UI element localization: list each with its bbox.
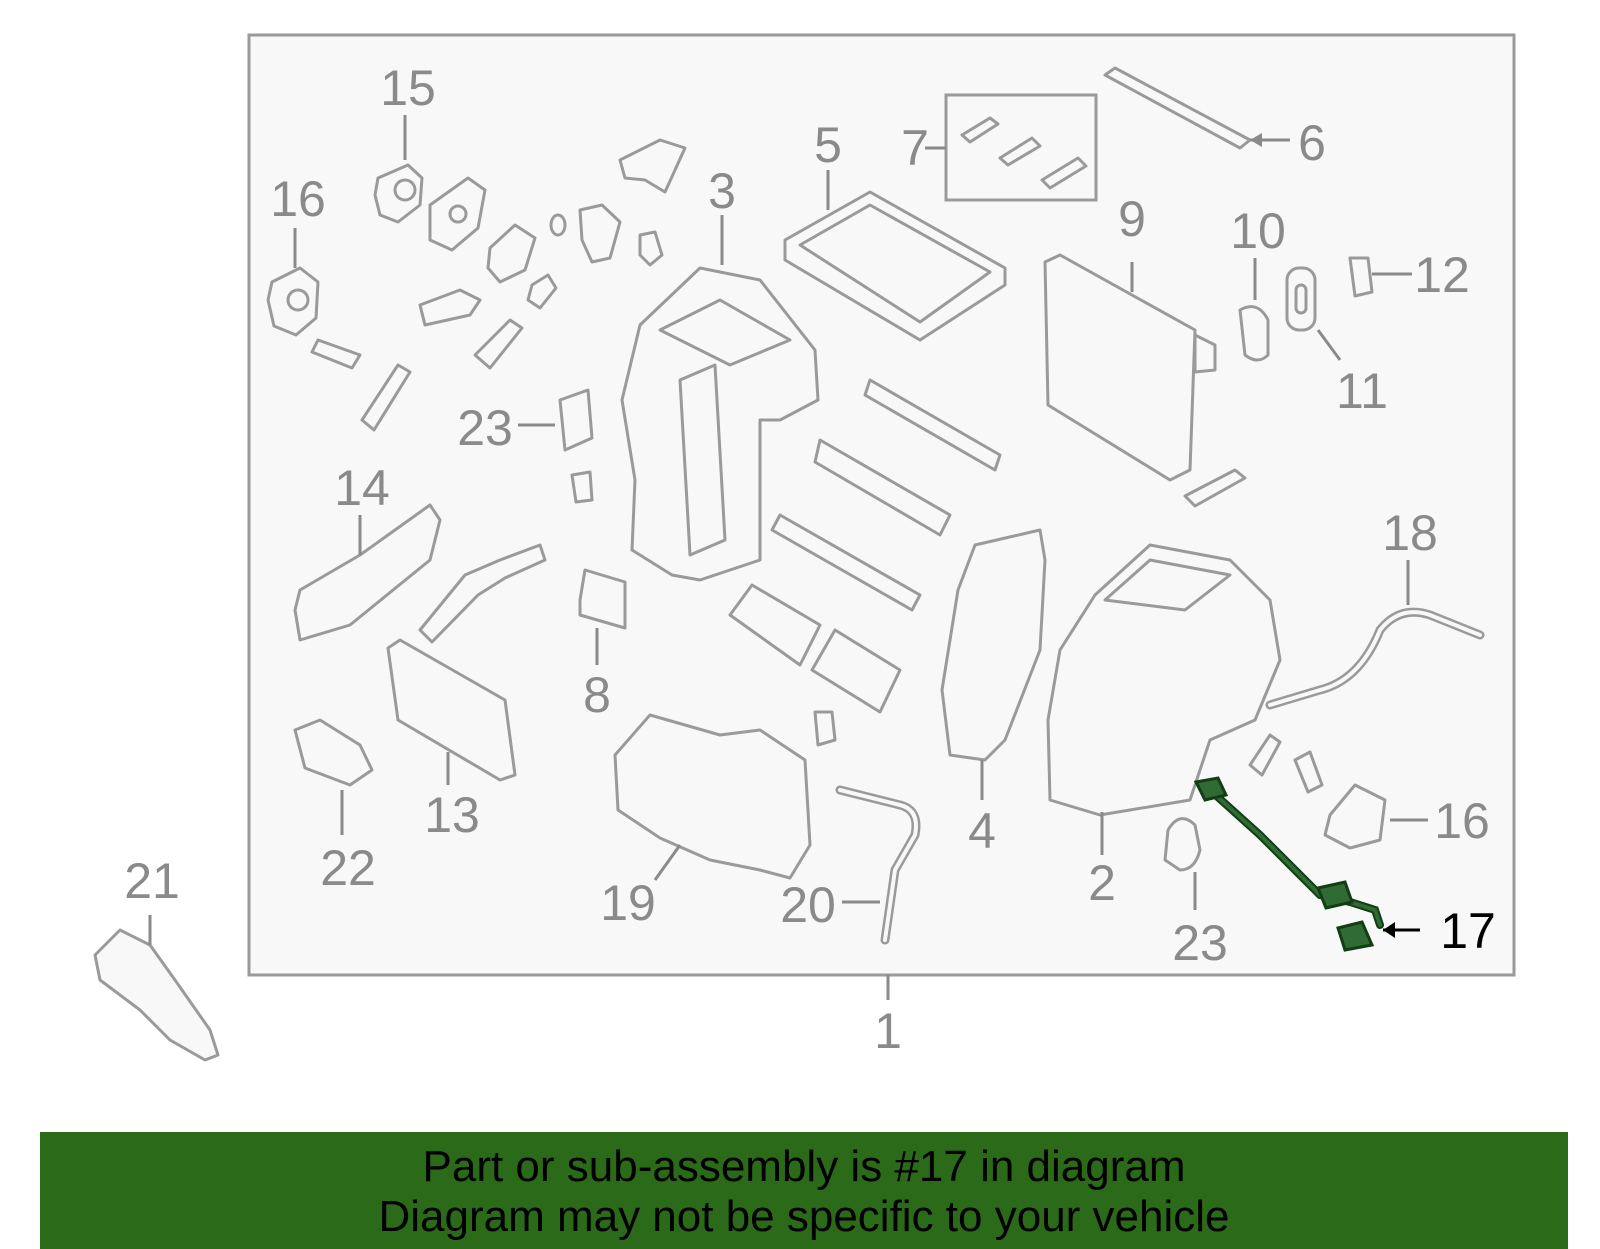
part-7-clips [925,93,1098,202]
part-10 [1238,258,1270,362]
part-12 [1348,256,1412,298]
part-16-actuator-top [266,228,320,337]
part-20-hose [835,785,921,945]
part-23-gasket-bottom [1163,817,1202,910]
label-3: 3 [708,163,736,219]
label-1: 1 [874,1003,902,1059]
part-19-lower-case [613,710,837,881]
label-16-lower: 16 [1434,793,1490,849]
small-parts-left [310,138,687,432]
label-6: 6 [1298,115,1326,171]
part-6-seal [1103,66,1290,150]
part-4-duct [940,528,1047,800]
label-11: 11 [1336,363,1388,419]
label-16-top: 16 [270,171,326,227]
label-18: 18 [1382,505,1438,561]
label-17: 17 [1440,903,1496,959]
banner-line-1: Part or sub-assembly is #17 in diagram [422,1142,1186,1191]
part-9-evaporator [1043,253,1247,508]
label-5: 5 [814,117,842,173]
label-19: 19 [600,875,656,931]
part-11 [1285,266,1342,361]
part-22-actuator [293,718,374,835]
label-20: 20 [780,877,836,933]
part-5-filter [783,170,1007,342]
part-16-actuator-lower [1323,783,1428,850]
label-22: 22 [320,840,376,896]
label-21: 21 [124,853,180,909]
part-14-duct [293,503,442,642]
label-15: 15 [380,60,436,116]
part-15-actuator [373,115,424,224]
info-banner: Part or sub-assembly is #17 in diagram D… [40,1132,1568,1249]
center-flaps [578,378,1002,714]
part-17-wiring-harness [1193,776,1420,952]
part-21-duct [93,915,220,1062]
part-15-gear-plate [428,176,487,252]
right-clips [1248,733,1324,794]
label-9: 9 [1118,191,1146,247]
label-12: 12 [1414,247,1470,303]
part-13-heater-core [386,543,547,785]
label-13: 13 [424,787,480,843]
label-23-bottom: 23 [1172,915,1228,971]
label-8: 8 [583,667,611,723]
part-23-gasket-top [518,388,594,504]
label-7: 7 [901,120,929,176]
label-23-top: 23 [457,400,513,456]
part-18-sensor [1265,560,1485,710]
label-2: 2 [1088,855,1116,911]
banner-line-2: Diagram may not be specific to your vehi… [378,1192,1230,1241]
part-3-housing [620,215,820,582]
label-4: 4 [968,803,996,859]
part-2-main-case [1046,543,1282,855]
label-14: 14 [334,460,390,516]
label-10: 10 [1230,203,1286,259]
